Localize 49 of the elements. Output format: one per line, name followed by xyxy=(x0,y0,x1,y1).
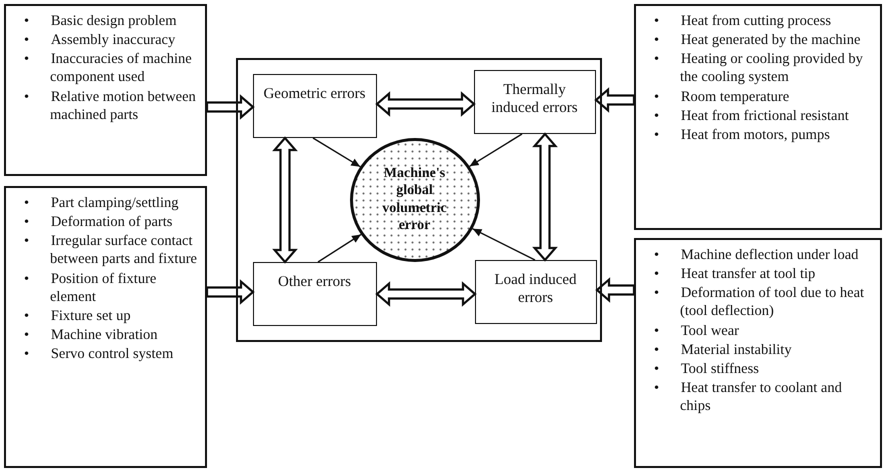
bullet-item: • Heating or cooling provided by the cooling system xyxy=(654,50,864,86)
bullet-item: • Assembly inaccuracy xyxy=(24,31,176,50)
error-box xyxy=(252,262,376,326)
frame-box xyxy=(236,58,602,342)
bullet-item: • Servo control system xyxy=(24,345,174,364)
arrow xyxy=(318,234,362,263)
bullet-item: • Position of fixture element xyxy=(24,270,158,306)
bullet-item: • Deformation of parts xyxy=(24,213,174,232)
bullet-item: • Inaccuracies of machine component used xyxy=(24,50,193,86)
bullet-item: • Part clamping/settling xyxy=(24,194,180,212)
block-arrow xyxy=(595,277,636,303)
block-arrow xyxy=(206,94,255,120)
bullet-item: • Heat transfer at tool tip xyxy=(654,265,816,284)
bullet-item: • Irregular surface contact between parts and fixture xyxy=(24,232,198,268)
error-box xyxy=(252,74,376,138)
block-arrow xyxy=(594,87,636,113)
box-label: Geometric errors xyxy=(263,84,366,102)
cause-list-box xyxy=(634,238,882,468)
box-label: Load induced errors xyxy=(493,270,578,306)
bullet-item: • Room temperature xyxy=(654,88,790,106)
bullet-item: • Deformation of tool due to heat (tool deflection) xyxy=(654,284,866,320)
block-arrow xyxy=(375,281,477,307)
bullet-item: • Heat from cutting process xyxy=(654,12,832,30)
bullet-item: • Heat generated by the machine xyxy=(654,31,862,50)
bullet-item: • Heat from frictional resistant xyxy=(654,106,850,125)
box-label: Other errors xyxy=(278,272,351,290)
cause-list-box xyxy=(4,186,207,468)
bullet-item: • Basic design problem xyxy=(24,12,178,30)
block-arrow xyxy=(272,136,298,264)
block-arrow xyxy=(206,279,255,305)
cause-list-box xyxy=(4,4,207,176)
bullet-item: • Heat transfer to coolant and chips xyxy=(654,378,843,416)
bullet-item: • Material instability xyxy=(654,340,793,359)
cause-list-box xyxy=(634,4,882,230)
bullet-item: • Tool wear xyxy=(654,322,740,340)
bullet-item: • Machine vibration xyxy=(24,326,159,344)
bullet-item: • Machine deflection under load xyxy=(654,246,860,264)
bullet-item: • Fixture set up xyxy=(24,306,132,325)
bullet-item: • Relative motion between machined parts xyxy=(24,88,197,124)
box-label: Thermally induced errors xyxy=(490,80,579,116)
error-box xyxy=(474,260,596,324)
block-arrow xyxy=(375,91,476,117)
center-label: Machine's global volumetric error xyxy=(381,164,448,234)
bullet-item: • Tool stiffness xyxy=(654,360,760,378)
error-box xyxy=(474,70,596,134)
arrow xyxy=(312,137,361,168)
block-arrow xyxy=(532,132,558,262)
bullet-item: • Heat from motors, pumps xyxy=(654,126,831,144)
arrow xyxy=(469,133,522,167)
